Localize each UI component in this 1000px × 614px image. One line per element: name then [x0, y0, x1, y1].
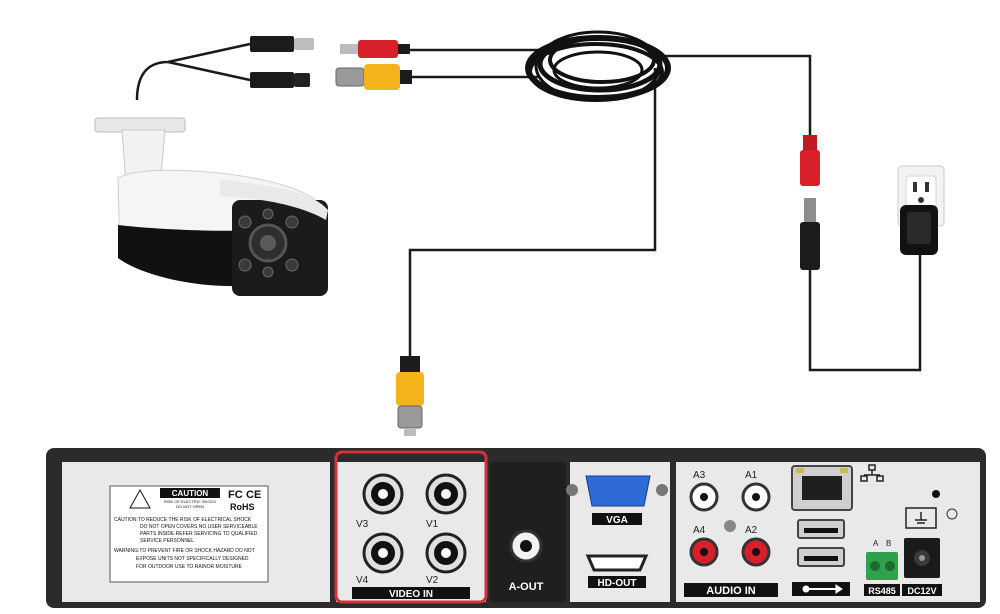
label-v4: V4 — [356, 575, 369, 586]
video-in-group: V3 V1 V4 V2 VIDEO IN — [334, 450, 488, 604]
usb-port-2[interactable] — [797, 547, 845, 567]
caution-sub2: DO NOT OPEN — [176, 504, 204, 509]
ground-icon — [905, 507, 937, 529]
ethernet-port[interactable] — [791, 465, 853, 511]
power-led — [932, 490, 940, 498]
caution-line: CAUTION:TO REDUCE THE RISK OF ELECTRICAL… — [114, 517, 252, 523]
rohs-mark: RoHS — [230, 502, 255, 512]
caution-line: FOR OUTDOOR USE TO RAINOR MOISTURE — [136, 564, 243, 570]
camera-cable-lower — [167, 60, 251, 82]
power-group: DC12V — [902, 490, 958, 596]
bnc-port-v3[interactable] — [362, 473, 404, 515]
warning-icon — [129, 488, 151, 509]
rca-port-a1[interactable] — [741, 482, 771, 512]
caution-line: EXPOSE UNITS NOT SPECIFICALLY DESIGNED — [136, 556, 249, 562]
rs485-terminal[interactable] — [866, 552, 898, 580]
rs485-label: RS485 — [868, 586, 896, 596]
rs485-group: A B RS485 — [864, 539, 900, 596]
caution-line: PARTS INSIDE.REFER SERVICING TO QUALIFIE… — [140, 531, 258, 537]
label-v1: V1 — [426, 519, 439, 530]
hdmi-port[interactable] — [585, 554, 649, 572]
network-icon — [860, 464, 884, 482]
ce-mark: CE — [246, 489, 261, 501]
rs485-pin-b: B — [886, 539, 891, 548]
caution-line: SERVICE PERSONNEL — [140, 538, 194, 544]
dc-label: DC12V — [907, 586, 936, 596]
dc-power-jack[interactable] — [904, 538, 940, 578]
power-cable-to-adapter — [665, 54, 812, 140]
camera-power-connector — [250, 36, 314, 52]
dvr-bnc-connector — [396, 356, 424, 436]
video-in-highlight — [334, 450, 488, 604]
video-in-label: VIDEO IN — [389, 589, 433, 600]
caution-line: WARNING:TO PREVENT FIRE OR SHOCK HAZARD … — [114, 548, 255, 554]
caution-sub1: RISK OF ELECTRIC SHOCK — [164, 499, 217, 504]
red-power-connector — [800, 135, 820, 186]
video-out-group: VGA HD-OUT — [566, 475, 668, 589]
power-adapter-icon — [900, 205, 938, 255]
label-a1: A1 — [745, 470, 758, 481]
label-v2: V2 — [426, 575, 439, 586]
rca-port-a3[interactable] — [689, 482, 719, 512]
ground-screw — [946, 508, 958, 520]
cables — [135, 42, 922, 372]
network-usb-group — [791, 464, 884, 596]
rca-port-a-out[interactable] — [509, 529, 543, 563]
label-a4: A4 — [693, 525, 706, 536]
label-v3: V3 — [356, 519, 369, 530]
caution-title: CAUTION — [172, 489, 209, 498]
caution-line: DO NOT OPEN COVERS NO USER SERVICEABLE — [140, 524, 258, 530]
a-out-group: A-OUT — [509, 529, 544, 593]
bnc-port-v1[interactable] — [425, 473, 467, 515]
camera-cable-upper — [135, 42, 251, 101]
vga-port[interactable] — [566, 475, 668, 507]
yellow-bnc-connector — [335, 64, 412, 90]
fc-mark: FC — [228, 489, 243, 501]
label-a3: A3 — [693, 470, 706, 481]
a-out-label: A-OUT — [509, 581, 544, 593]
rca-port-a2[interactable] — [741, 537, 771, 567]
audio-screw — [724, 520, 736, 532]
bnc-port-v2[interactable] — [425, 532, 467, 574]
video-cable-to-dvr — [408, 68, 657, 360]
vga-label: VGA — [606, 515, 628, 526]
rca-port-a4[interactable] — [689, 537, 719, 567]
bullet-camera-icon — [94, 117, 328, 296]
camera-video-connector — [250, 72, 310, 88]
usb-port-1[interactable] — [797, 519, 845, 539]
cable-coil-icon — [525, 30, 671, 102]
power-plug-connector — [800, 198, 820, 270]
caution-label: CAUTION RISK OF ELECTRIC SHOCK DO NOT OP… — [109, 485, 269, 583]
rs485-pin-a: A — [873, 539, 879, 548]
audio-in-label: AUDIO IN — [706, 585, 756, 597]
red-dc-connector — [340, 40, 410, 58]
label-a2: A2 — [745, 525, 758, 536]
hd-out-label: HD-OUT — [598, 578, 637, 589]
adapter-cord — [808, 252, 922, 372]
bnc-port-v4[interactable] — [362, 532, 404, 574]
audio-in-group: A3 A1 A4 A2 AUDIO IN — [684, 470, 778, 597]
usb-icon — [802, 584, 843, 594]
